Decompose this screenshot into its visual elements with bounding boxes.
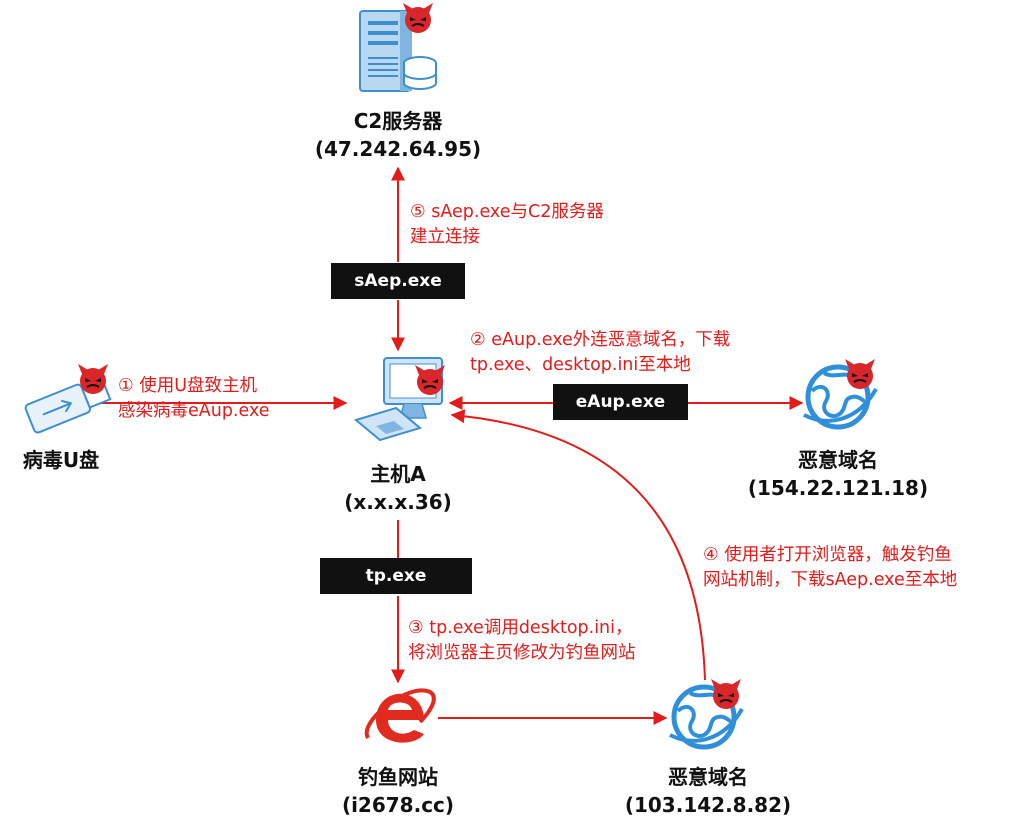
step4-line2: 网站机制，下载sAep.exe至本地 xyxy=(703,570,958,590)
step5-line1: ⑤ sAep.exe与C2服务器 xyxy=(410,202,604,222)
usb-name: 病毒U盘 xyxy=(22,448,100,472)
domain-right-label: 恶意域名 (154.22.121.18) xyxy=(738,446,938,502)
step2-line1: ② eAup.exe外连恶意域名，下载 xyxy=(470,330,731,350)
tp-chip: tp.exe xyxy=(320,558,472,594)
step2-line2: tp.exe、desktop.ini至本地 xyxy=(470,355,691,375)
step4-annotation: ④ 使用者打开浏览器，触发钓鱼 网站机制，下载sAep.exe至本地 xyxy=(703,543,957,593)
host-name: 主机A xyxy=(370,462,426,486)
domain-right-name: 恶意域名 xyxy=(798,448,878,472)
step1-line1: ① 使用U盘致主机 xyxy=(118,376,258,396)
step3-line2: 将浏览器主页修改为钓鱼网站 xyxy=(408,643,636,663)
domain-right-addr: (154.22.121.18) xyxy=(747,476,929,500)
server-icon xyxy=(359,10,437,92)
phish-name: 钓鱼网站 xyxy=(358,765,438,789)
c2-server-label: C2服务器 (47.242.64.95) xyxy=(300,107,496,163)
domain-bottom-label: 恶意域名 (103.142.8.82) xyxy=(610,763,806,819)
arrow-domain-to-host-curve xyxy=(450,409,706,681)
c2-server-addr: (47.242.64.95) xyxy=(314,137,482,161)
domain-bottom-addr: (103.142.8.82) xyxy=(624,793,792,817)
phish-label: 钓鱼网站 (i2678.cc) xyxy=(310,763,486,819)
ie-browser-icon xyxy=(364,688,436,743)
host-addr: (x.x.x.36) xyxy=(344,490,452,514)
step5-line2: 建立连接 xyxy=(410,227,480,247)
usb-label: 病毒U盘 xyxy=(6,446,116,474)
phish-addr: (i2678.cc) xyxy=(341,793,455,817)
step3-annotation: ③ tp.exe调用desktop.ini， 将浏览器主页修改为钓鱼网站 xyxy=(408,616,636,666)
eaup-chip: eAup.exe xyxy=(553,384,688,420)
saep-chip: sAep.exe xyxy=(331,263,465,299)
step1-line2: 感染病毒eAup.exe xyxy=(118,401,270,421)
step1-annotation: ① 使用U盘致主机 感染病毒eAup.exe xyxy=(118,374,270,424)
domain-bottom-name: 恶意域名 xyxy=(668,765,748,789)
step3-line1: ③ tp.exe调用desktop.ini， xyxy=(408,618,633,638)
step2-annotation: ② eAup.exe外连恶意域名，下载 tp.exe、desktop.ini至本… xyxy=(470,328,730,378)
step4-line1: ④ 使用者打开浏览器，触发钓鱼 xyxy=(703,545,952,565)
step5-annotation: ⑤ sAep.exe与C2服务器 建立连接 xyxy=(410,200,604,250)
c2-server-name: C2服务器 xyxy=(353,109,443,133)
host-label: 主机A (x.x.x.36) xyxy=(300,460,496,516)
